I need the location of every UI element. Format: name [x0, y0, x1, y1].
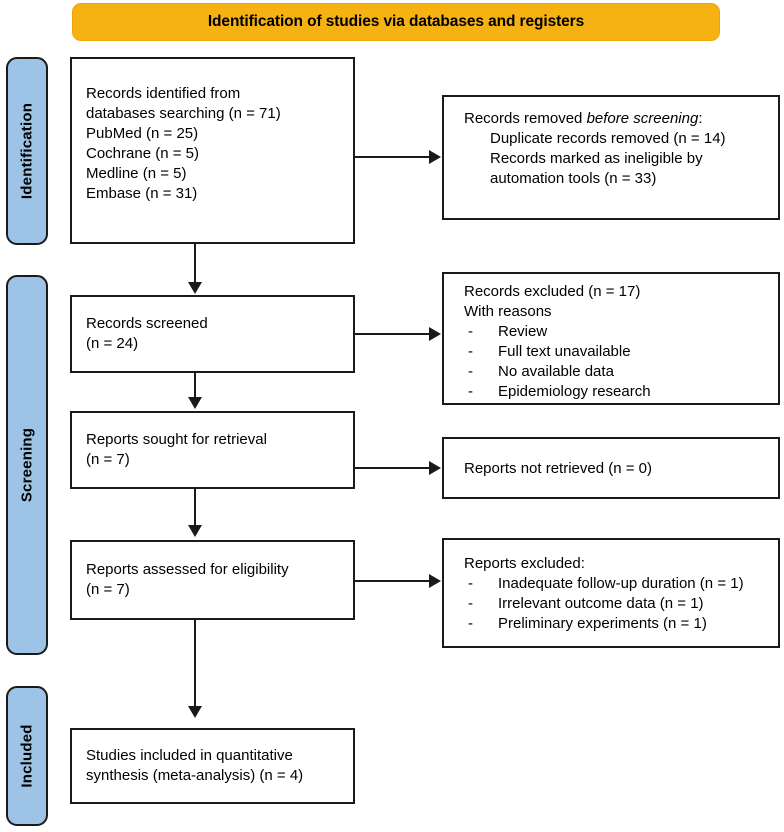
- arrowhead-assessed-to-excluded: [429, 574, 441, 588]
- records-removed-item-2: automation tools (n = 33): [490, 169, 657, 187]
- records-identified-source-1: Cochrane (n = 5): [86, 144, 199, 162]
- records-removed-item-1: Records marked as ineligible by: [490, 149, 703, 167]
- reports-excluded-reason-1: -Irrelevant outcome data (n = 1): [468, 594, 704, 612]
- node-studies-included: Studies included in quantitative synthesi…: [70, 728, 355, 804]
- records-excluded-subtitle: With reasons: [464, 302, 552, 320]
- connector-identified-to-removed: [355, 156, 431, 158]
- reports-excluded-reason-0: -Inadequate follow-up duration (n = 1): [468, 574, 744, 592]
- connector-screened-to-excluded: [355, 333, 431, 335]
- bullet-dash-icon: -: [468, 614, 473, 632]
- records-excluded-title: Records excluded (n = 17): [464, 283, 641, 300]
- bullet-dash-icon: -: [468, 382, 473, 400]
- studies-included-line1: Studies included in quantitative: [86, 747, 293, 764]
- records-removed-title-prefix: Records removed: [464, 110, 587, 127]
- reports-assessed-count: (n = 7): [86, 580, 130, 598]
- reports-sought-title: Reports sought for retrieval: [86, 431, 267, 448]
- stage-tab-screening: Screening: [6, 275, 48, 655]
- arrowhead-sought-to-assessed: [188, 525, 202, 537]
- stage-tab-included: Included: [6, 686, 48, 826]
- node-reports-not-retrieved: Reports not retrieved (n = 0): [442, 437, 780, 499]
- arrowhead-sought-to-not-retrieved: [429, 461, 441, 475]
- bullet-dash-icon: -: [468, 362, 473, 380]
- diagram-title: Identification of studies via databases …: [207, 13, 585, 30]
- node-reports-excluded-text: Reports excluded: -Inadequate follow-up d…: [464, 554, 770, 634]
- connector-sought-to-assessed: [194, 489, 196, 527]
- arrowhead-identified-to-screened: [188, 282, 202, 294]
- node-records-screened: Records screened (n = 24): [70, 295, 355, 373]
- node-reports-assessed: Reports assessed for eligibility (n = 7): [70, 540, 355, 620]
- node-records-excluded-text: Records excluded (n = 17) With reasons -Re…: [464, 282, 770, 402]
- records-excluded-reason-2: -No available data: [468, 362, 614, 380]
- node-records-removed: Records removed before screening: Duplica…: [442, 95, 780, 220]
- node-reports-not-retrieved-text: Reports not retrieved (n = 0): [464, 460, 653, 477]
- stage-tab-identification-label: Identification: [18, 102, 36, 200]
- reports-assessed-title: Reports assessed for eligibility: [86, 561, 289, 578]
- records-identified-source-3: Embase (n = 31): [86, 184, 198, 202]
- studies-included-line2: synthesis (meta-analysis) (n = 4): [86, 766, 304, 784]
- records-identified-title: Records identified from: [86, 85, 241, 102]
- node-reports-excluded: Reports excluded: -Inadequate follow-up d…: [442, 538, 780, 648]
- reports-excluded-reason-2: -Preliminary experiments (n = 1): [468, 614, 707, 632]
- connector-identified-to-screened: [194, 244, 196, 284]
- reports-excluded-title: Reports excluded:: [464, 555, 585, 572]
- stage-tab-included-label: Included: [18, 724, 36, 788]
- arrowhead-screened-to-sought: [188, 397, 202, 409]
- node-records-identified-text: Records identified from databases searchi…: [86, 84, 345, 204]
- node-reports-sought-text: Reports sought for retrieval (n = 7): [86, 430, 345, 470]
- connector-screened-to-sought: [194, 373, 196, 399]
- stage-tab-screening-label: Screening: [18, 427, 36, 503]
- arrowhead-identified-to-removed: [429, 150, 441, 164]
- records-identified-line2: databases searching (n = 71): [86, 104, 281, 122]
- bullet-dash-icon: -: [468, 594, 473, 612]
- connector-assessed-to-included: [194, 620, 196, 708]
- connector-assessed-to-excluded: [355, 580, 431, 582]
- records-identified-source-2: Medline (n = 5): [86, 164, 187, 182]
- records-screened-count: (n = 24): [86, 334, 139, 352]
- node-records-excluded: Records excluded (n = 17) With reasons -Re…: [442, 272, 780, 405]
- records-removed-title-italic: before screening: [586, 110, 699, 127]
- records-screened-title: Records screened: [86, 315, 208, 332]
- node-reports-sought: Reports sought for retrieval (n = 7): [70, 411, 355, 489]
- connector-sought-to-not-retrieved: [355, 467, 431, 469]
- records-removed-item-0: Duplicate records removed (n = 14): [490, 129, 726, 147]
- node-reports-assessed-text: Reports assessed for eligibility (n = 7): [86, 560, 345, 600]
- bullet-dash-icon: -: [468, 322, 473, 340]
- records-identified-source-0: PubMed (n = 25): [86, 124, 199, 142]
- records-excluded-reason-0: -Review: [468, 322, 548, 340]
- reports-sought-count: (n = 7): [86, 450, 130, 468]
- records-excluded-reason-3: -Epidemiology research: [468, 382, 651, 400]
- stage-tab-identification: Identification: [6, 57, 48, 245]
- records-removed-title-suffix: :: [698, 110, 703, 127]
- bullet-dash-icon: -: [468, 574, 473, 592]
- diagram-header-banner: Identification of studies via databases …: [72, 3, 720, 41]
- node-records-removed-text: Records removed before screening: Duplica…: [464, 109, 770, 189]
- arrowhead-assessed-to-included: [188, 706, 202, 718]
- arrowhead-screened-to-excluded: [429, 327, 441, 341]
- node-records-identified: Records identified from databases searchi…: [70, 57, 355, 244]
- bullet-dash-icon: -: [468, 342, 473, 360]
- records-excluded-reason-1: -Full text unavailable: [468, 342, 631, 360]
- node-studies-included-text: Studies included in quantitative synthesi…: [86, 746, 345, 786]
- node-records-screened-text: Records screened (n = 24): [86, 314, 345, 354]
